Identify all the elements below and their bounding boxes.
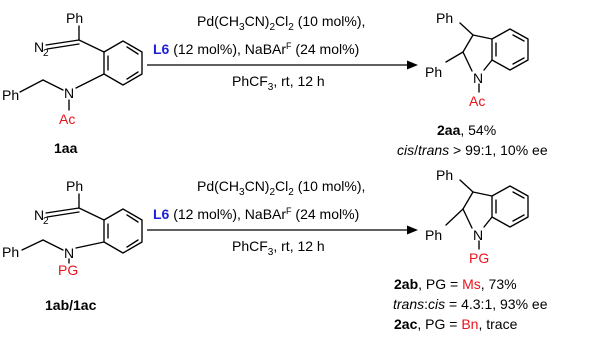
conditions-ligand-additive: L6 (12 mol%), NaBArF (24 mol%) [153, 206, 359, 222]
product-benzene-ring [491, 185, 529, 228]
product-benzene-ring [491, 28, 529, 71]
arrow-head [407, 60, 418, 70]
compound-label-1aa: 1aa [54, 140, 78, 156]
conditions-ligand-additive: L6 (12 mol%), NaBArF (24 mol%) [153, 41, 359, 57]
atom-label-n: N [34, 207, 44, 223]
atom-subscript: 2 [43, 48, 49, 59]
product-2ab-yield: 2ab, PG = Ms, 73% [394, 276, 517, 292]
reactant-1aa [19, 25, 143, 111]
product-2ac-yield: 2ac, PG = Bn, trace [394, 316, 518, 332]
product-2aa-yield: 2aa, 54% [437, 122, 496, 138]
product-2ab-selectivity: trans:cis = 4.3:1, 93% ee [393, 296, 548, 312]
atom-label-n: N [473, 227, 483, 243]
atom-label-ph: Ph [66, 10, 83, 26]
product-2ab-2ac [445, 179, 529, 250]
atom-label-ph: Ph [436, 167, 453, 183]
compound-label-1ab-1ac: 1ab/1ac [45, 297, 97, 313]
protecting-group-ac: Ac [469, 93, 485, 109]
protecting-group-ac: Ac [59, 111, 75, 127]
atom-label-n: N [64, 85, 74, 101]
conditions-catalyst: Pd(CH3CN)2Cl2 (10 mol%), [197, 178, 365, 198]
atom-label-n: N [34, 39, 44, 55]
product-2aa-selectivity: cis/trans > 99:1, 10% ee [397, 142, 548, 158]
atom-label-n: N [473, 70, 483, 86]
atom-label-n: N [64, 245, 74, 261]
reactant-1ab-1ac [21, 193, 143, 264]
arrow-head [407, 225, 418, 235]
protecting-group-pg: PG [58, 262, 78, 278]
conditions-solvent: PhCF3, rt, 12 h [232, 238, 325, 258]
reactant-benzene-ring [103, 40, 143, 86]
atom-label-ph: Ph [2, 87, 19, 103]
product-2aa [445, 22, 529, 93]
atom-subscript: 2 [43, 216, 49, 227]
atom-label-ph: Ph [425, 64, 442, 80]
atom-label-ph: Ph [436, 10, 453, 26]
reactant-benzene-ring [103, 208, 143, 254]
atom-label-ph: Ph [425, 227, 442, 243]
conditions-catalyst: Pd(CH3CN)2Cl2 (10 mol%), [197, 13, 365, 33]
conditions-solvent: PhCF3, rt, 12 h [232, 73, 325, 93]
atom-label-ph: Ph [66, 178, 83, 194]
protecting-group-pg: PG [469, 250, 489, 266]
atom-label-ph: Ph [2, 244, 19, 260]
